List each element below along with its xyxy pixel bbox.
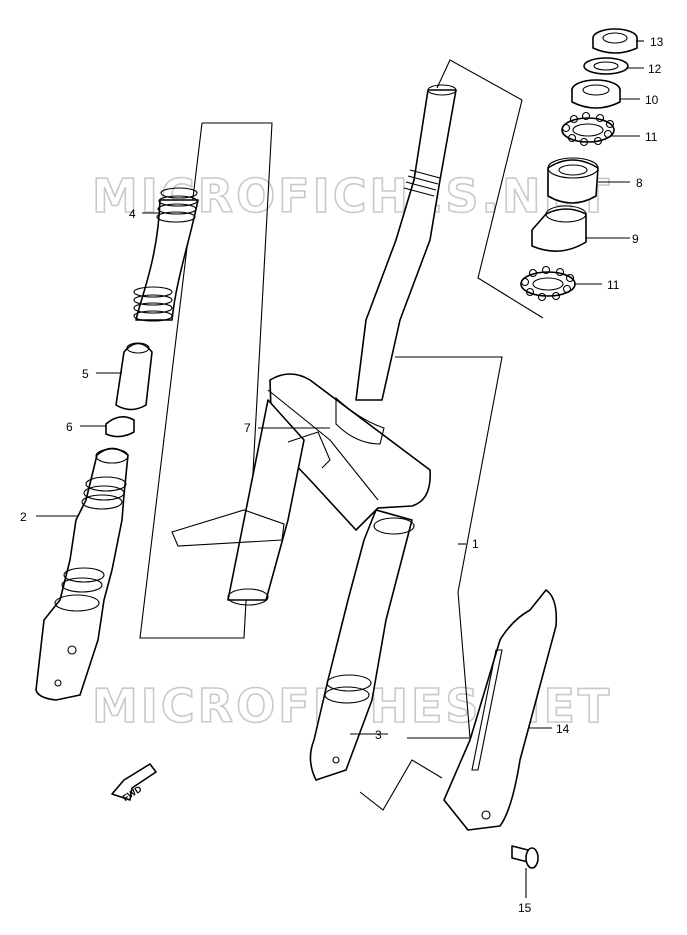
callout-3: 3	[375, 728, 382, 742]
callout-12: 12	[648, 62, 662, 76]
spring-part-4[interactable]	[133, 187, 199, 322]
bearing-part-11-upper[interactable]	[561, 111, 615, 147]
nut-part-13[interactable]	[592, 28, 638, 54]
bearing-part-11-lower[interactable]	[520, 265, 576, 302]
cover-part-14[interactable]	[443, 589, 558, 831]
group-outlines	[139, 59, 544, 811]
callout-14: 14	[556, 722, 570, 736]
callout-5: 5	[82, 367, 89, 381]
callout-6: 6	[66, 420, 73, 434]
screw-part-15[interactable]	[511, 845, 539, 869]
wire-guide	[171, 509, 285, 547]
race-part-9[interactable]	[531, 205, 587, 252]
race-part-8[interactable]	[547, 157, 599, 204]
callout-11-lower: 11	[607, 278, 620, 292]
callout-2: 2	[20, 510, 27, 524]
washer-part-12[interactable]	[583, 57, 629, 75]
plug-part-5[interactable]	[115, 342, 153, 411]
callout-7: 7	[244, 421, 251, 435]
fwd-arrow-icon: FWD	[111, 763, 157, 803]
callout-10: 10	[645, 93, 659, 107]
callout-8: 8	[636, 176, 643, 190]
callout-11-upper: 11	[645, 130, 658, 144]
nut-part-10[interactable]	[571, 79, 621, 109]
leader-lines	[36, 40, 644, 898]
inner-tube-part-2[interactable]	[35, 447, 129, 701]
callout-15: 15	[518, 901, 532, 915]
callout-13: 13	[650, 35, 664, 49]
steering-stem-part-1[interactable]	[227, 84, 457, 781]
callout-4: 4	[129, 207, 136, 221]
callout-labels: 13 12 10 11 8 9 11 4 5 6 2 7 1 3 14 15	[20, 35, 664, 915]
callout-9: 9	[632, 232, 639, 246]
cap-part-6[interactable]	[105, 416, 135, 438]
callout-1: 1	[472, 537, 479, 551]
